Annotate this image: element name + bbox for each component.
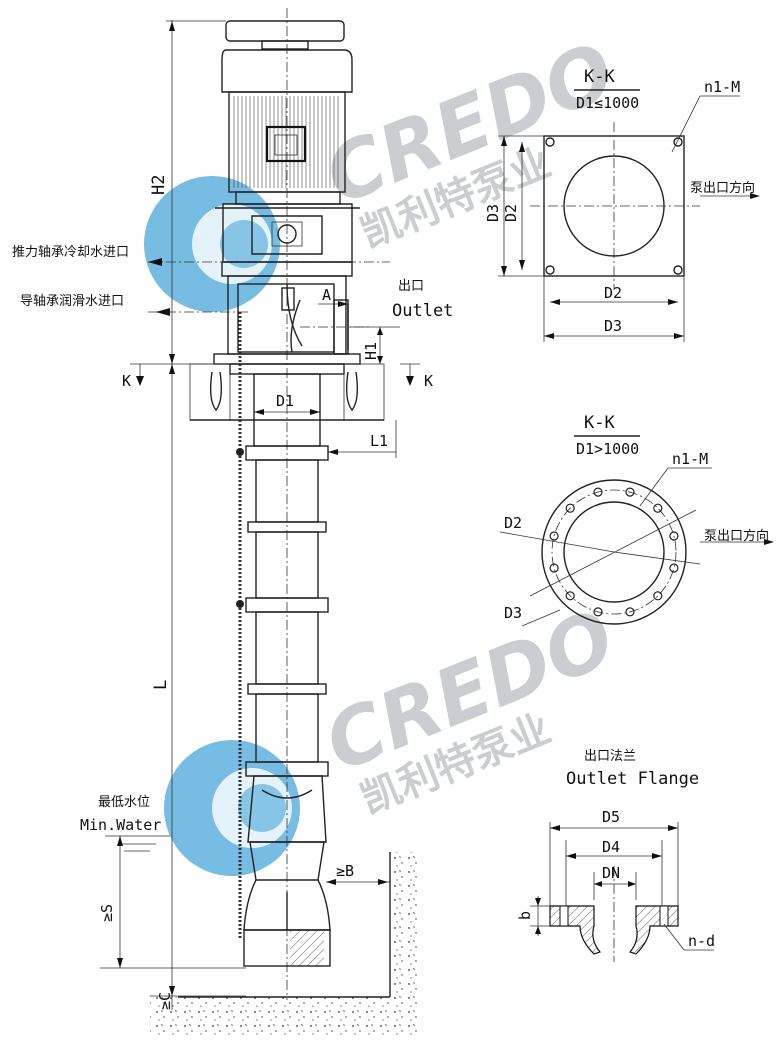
square-title: K-K bbox=[584, 67, 615, 87]
flange-d5-label: D5 bbox=[602, 808, 620, 826]
square-d2-bottom-label: D2 bbox=[604, 284, 622, 302]
pump-main-view bbox=[148, 8, 390, 1000]
a-label: A bbox=[322, 286, 331, 304]
motor-fins bbox=[233, 96, 339, 188]
bolt-hole bbox=[549, 563, 559, 573]
bolt-hole bbox=[593, 607, 603, 617]
round-subtitle: D1>1000 bbox=[576, 440, 639, 458]
flange-dn-label: DN bbox=[602, 864, 620, 882]
outlet-cn-label: 出口 bbox=[398, 279, 424, 294]
min-water-en-label: Min.Water bbox=[80, 816, 161, 834]
bolt-hole bbox=[625, 607, 635, 617]
bolt-hole bbox=[565, 503, 575, 513]
l1-label: L1 bbox=[370, 432, 388, 450]
square-n1m-label: n1-M bbox=[704, 78, 740, 96]
section-kk-round bbox=[499, 435, 774, 627]
watermark-logo-top bbox=[144, 176, 280, 312]
guide-lube-inlet-label: 导轴承润滑水进口 bbox=[20, 294, 124, 309]
outlet-flange-detail bbox=[530, 822, 714, 962]
flange-title-en: Outlet Flange bbox=[566, 769, 699, 789]
thrust-cooling-inlet-label: 推力轴承冷却水进口 bbox=[12, 245, 129, 260]
bolt-hole bbox=[653, 503, 663, 513]
round-direction-label: 泵出口方向 bbox=[704, 528, 769, 544]
round-d3-label: D3 bbox=[504, 604, 522, 622]
h2-label: H2 bbox=[149, 175, 169, 195]
bolt-hole bbox=[549, 531, 559, 541]
main-dimensions bbox=[100, 20, 420, 1010]
square-d3-label: D3 bbox=[484, 204, 502, 222]
square-d2-label: D2 bbox=[502, 204, 520, 222]
square-subtitle: D1≤1000 bbox=[576, 94, 639, 112]
outlet-en-label: Outlet bbox=[392, 301, 453, 321]
flange-nd-label: n-d bbox=[688, 932, 715, 950]
bolt-hole bbox=[593, 487, 603, 497]
flange-b-label: b bbox=[516, 911, 534, 920]
bolt-hole bbox=[653, 591, 663, 601]
flange-title-cn: 出口法兰 bbox=[584, 749, 636, 764]
d1-label: D1 bbox=[276, 392, 294, 410]
l-label: L bbox=[151, 680, 171, 690]
k-right-label: K bbox=[424, 372, 433, 390]
b-label: ≥B bbox=[336, 862, 354, 880]
square-d3-bottom-label: D3 bbox=[604, 317, 622, 335]
k-left-label: K bbox=[122, 372, 131, 390]
flange-d4-label: D4 bbox=[602, 838, 620, 856]
bolt-hole bbox=[669, 531, 679, 541]
round-bolt-holes bbox=[549, 487, 679, 617]
round-title: K-K bbox=[584, 413, 615, 433]
watermark-logo-bottom bbox=[164, 740, 300, 876]
c-label: ≥C bbox=[156, 992, 174, 1010]
s-label: ≥S bbox=[98, 904, 116, 922]
round-n1m-label: n1-M bbox=[672, 450, 708, 468]
h1-label: H1 bbox=[362, 342, 380, 360]
bolt-hole bbox=[669, 563, 679, 573]
min-water-cn-label: 最低水位 bbox=[98, 795, 150, 810]
bolt-hole bbox=[625, 487, 635, 497]
square-direction-label: 泵出口方向 bbox=[690, 180, 755, 196]
section-kk-square bbox=[498, 89, 760, 342]
bolt-hole bbox=[565, 591, 575, 601]
round-d2-label: D2 bbox=[504, 514, 522, 532]
sump bbox=[150, 852, 420, 1035]
